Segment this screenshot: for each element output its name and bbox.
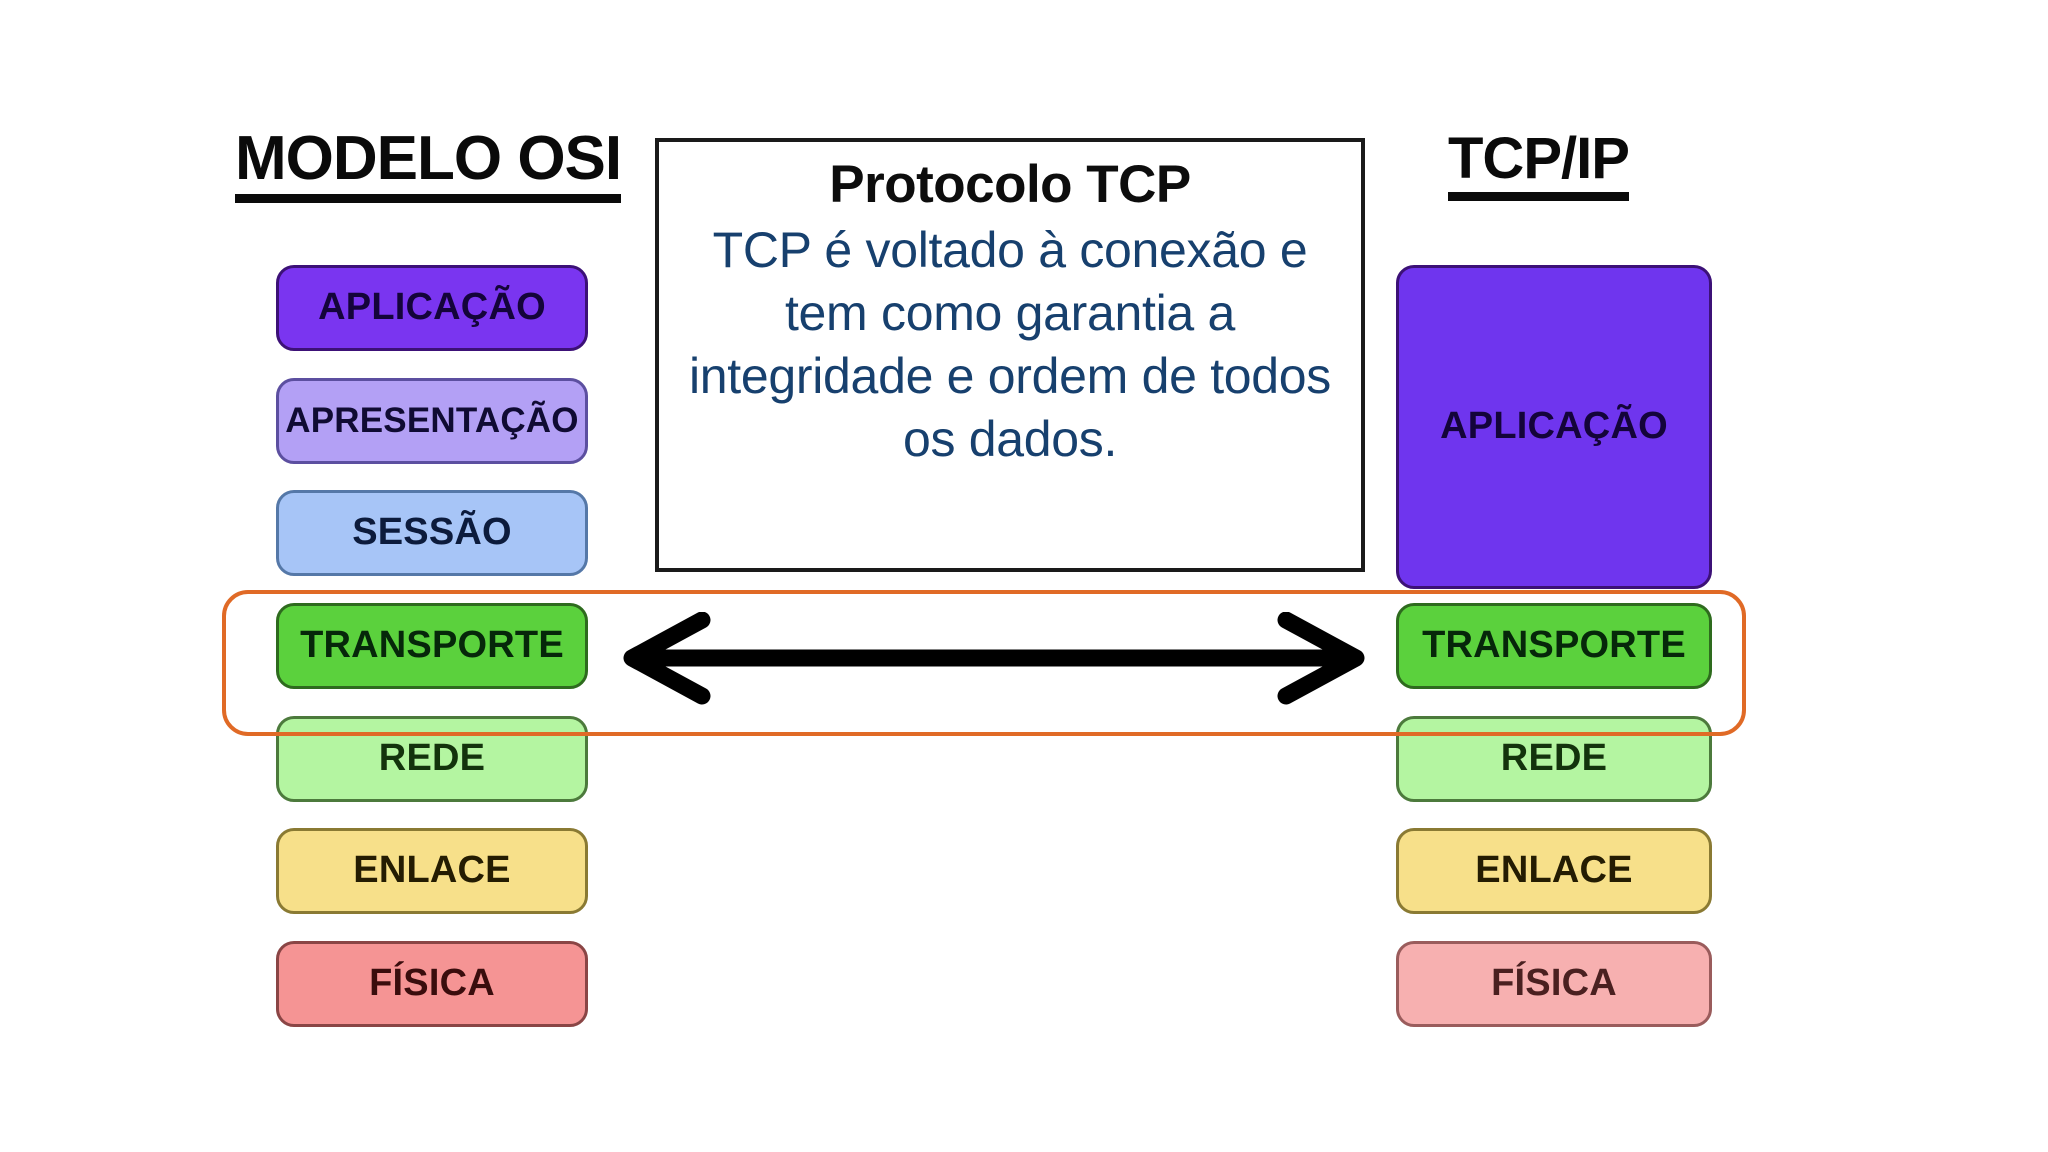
osi-layer-4-label: REDE: [378, 737, 486, 780]
bidirectional-arrow: [623, 612, 1365, 705]
osi-layer-2[interactable]: SESSÃO: [276, 490, 588, 576]
osi-layer-6[interactable]: FÍSICA: [276, 941, 588, 1027]
osi-layer-5-label: ENLACE: [353, 849, 511, 892]
osi-layer-5[interactable]: ENLACE: [276, 828, 588, 914]
tcpip-column-heading: TCP/IP: [1448, 130, 1630, 201]
info-box-title: Protocolo TCP: [829, 155, 1191, 214]
tcpip-layer-4-label: FÍSICA: [1491, 962, 1617, 1005]
arrow-head-right-icon: [1277, 612, 1365, 705]
osi-layer-3-label: TRANSPORTE: [300, 624, 564, 667]
tcpip-layer-2[interactable]: REDE: [1396, 716, 1712, 802]
tcpip-layer-0[interactable]: APLICAÇÃO: [1396, 265, 1712, 589]
osi-layer-3[interactable]: TRANSPORTE: [276, 603, 588, 689]
osi-layer-1[interactable]: APRESENTAÇÃO: [276, 378, 588, 464]
osi-layer-6-label: FÍSICA: [369, 962, 495, 1005]
tcpip-layer-1[interactable]: TRANSPORTE: [1396, 603, 1712, 689]
osi-column-heading-label: MODELO OSI: [235, 128, 622, 203]
tcpip-layer-4[interactable]: FÍSICA: [1396, 941, 1712, 1027]
osi-column-heading: MODELO OSI: [235, 128, 622, 203]
osi-layer-0[interactable]: APLICAÇÃO: [276, 265, 588, 351]
arrow-head-left-icon: [623, 612, 711, 705]
tcpip-layer-3-label: ENLACE: [1475, 849, 1633, 892]
tcpip-column-heading-label: TCP/IP: [1448, 130, 1630, 201]
tcpip-layer-3[interactable]: ENLACE: [1396, 828, 1712, 914]
tcpip-layer-1-label: TRANSPORTE: [1422, 624, 1686, 667]
osi-layer-1-label: APRESENTAÇÃO: [285, 400, 579, 440]
tcpip-layer-0-label: APLICAÇÃO: [1440, 405, 1668, 448]
protocol-info-box: Protocolo TCP TCP é voltado à conexão e …: [655, 138, 1365, 572]
info-box-body: TCP é voltado à conexão e tem como garan…: [688, 222, 1332, 468]
osi-layer-0-label: APLICAÇÃO: [318, 286, 546, 329]
osi-layer-4[interactable]: REDE: [276, 716, 588, 802]
tcpip-layer-2-label: REDE: [1500, 737, 1608, 780]
osi-layer-2-label: SESSÃO: [352, 511, 512, 554]
